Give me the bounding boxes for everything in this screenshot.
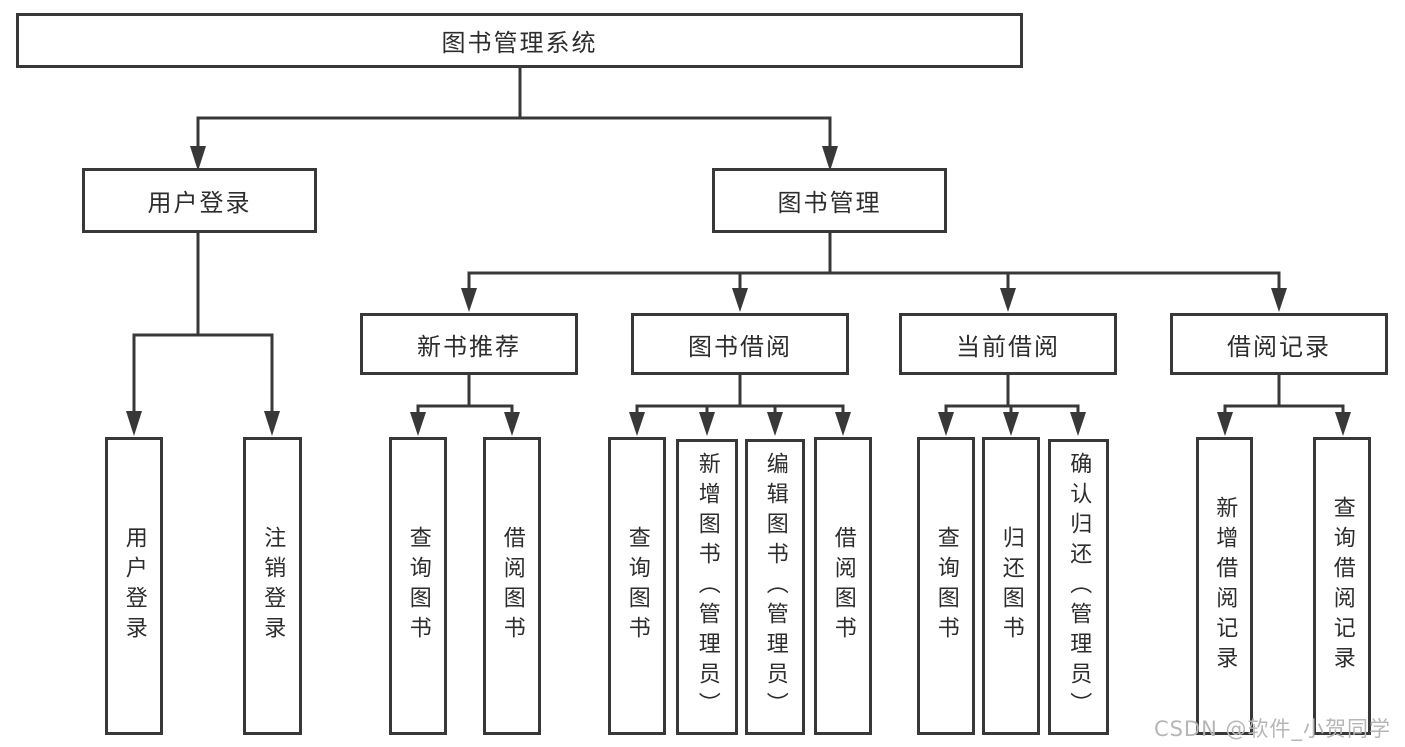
node-user-login: 用户登录 xyxy=(82,168,317,233)
leaf-add-borrow-record-label: 新增借阅记录 xyxy=(1212,496,1238,676)
leaf-borrow-books-label: 借阅图书 xyxy=(830,526,856,646)
node-root-label: 图书管理系统 xyxy=(441,29,598,57)
node-borrow-records-label: 借阅记录 xyxy=(1227,332,1331,361)
leaf-query-books-current: 查询图书 xyxy=(917,437,975,735)
leaf-query-books-current-label: 查询图书 xyxy=(933,526,959,646)
node-user-login-label: 用户登录 xyxy=(147,189,252,217)
leaf-edit-books-admin: 编辑图书（管理员） xyxy=(745,439,805,735)
leaf-borrow-books-recommend-label: 借阅图书 xyxy=(499,526,525,646)
leaf-borrow-books-recommend: 借阅图书 xyxy=(483,437,541,735)
node-current-borrow: 当前借阅 xyxy=(899,313,1117,375)
leaf-query-books-borrow-label: 查询图书 xyxy=(624,526,650,646)
leaf-return-books-label: 归还图书 xyxy=(998,526,1024,646)
node-new-book-recommend-label: 新书推荐 xyxy=(417,332,521,361)
leaf-query-books-recommend: 查询图书 xyxy=(389,437,447,735)
leaf-query-books-recommend-label: 查询图书 xyxy=(405,526,431,646)
node-current-borrow-label: 当前借阅 xyxy=(956,332,1060,361)
node-book-management: 图书管理 xyxy=(712,168,947,233)
node-book-borrow: 图书借阅 xyxy=(631,313,849,375)
node-new-book-recommend: 新书推荐 xyxy=(360,313,578,375)
leaf-logout-label: 注销登录 xyxy=(260,526,286,646)
leaf-add-books-admin-label: 新增图书（管理员） xyxy=(694,452,720,722)
leaf-query-books-borrow: 查询图书 xyxy=(608,437,666,735)
leaf-confirm-return-admin: 确认归还（管理员） xyxy=(1048,439,1109,735)
leaf-add-borrow-record: 新增借阅记录 xyxy=(1196,437,1253,735)
leaf-add-books-admin: 新增图书（管理员） xyxy=(676,439,738,735)
leaf-user-login: 用户登录 xyxy=(105,437,163,735)
leaf-return-books: 归还图书 xyxy=(982,437,1040,735)
leaf-edit-books-admin-label: 编辑图书（管理员） xyxy=(762,452,788,722)
leaf-borrow-books: 借阅图书 xyxy=(814,437,872,735)
leaf-confirm-return-admin-label: 确认归还（管理员） xyxy=(1066,452,1092,722)
leaf-query-borrow-record-label: 查询借阅记录 xyxy=(1329,496,1355,676)
node-root: 图书管理系统 xyxy=(16,13,1023,68)
leaf-query-borrow-record: 查询借阅记录 xyxy=(1313,437,1371,735)
node-book-management-label: 图书管理 xyxy=(777,189,882,217)
node-book-borrow-label: 图书借阅 xyxy=(688,332,792,361)
watermark: CSDN @软件_小贺同学 xyxy=(1153,717,1391,741)
leaf-user-login-label: 用户登录 xyxy=(121,526,147,646)
node-borrow-records: 借阅记录 xyxy=(1170,313,1388,375)
leaf-logout: 注销登录 xyxy=(243,437,302,735)
